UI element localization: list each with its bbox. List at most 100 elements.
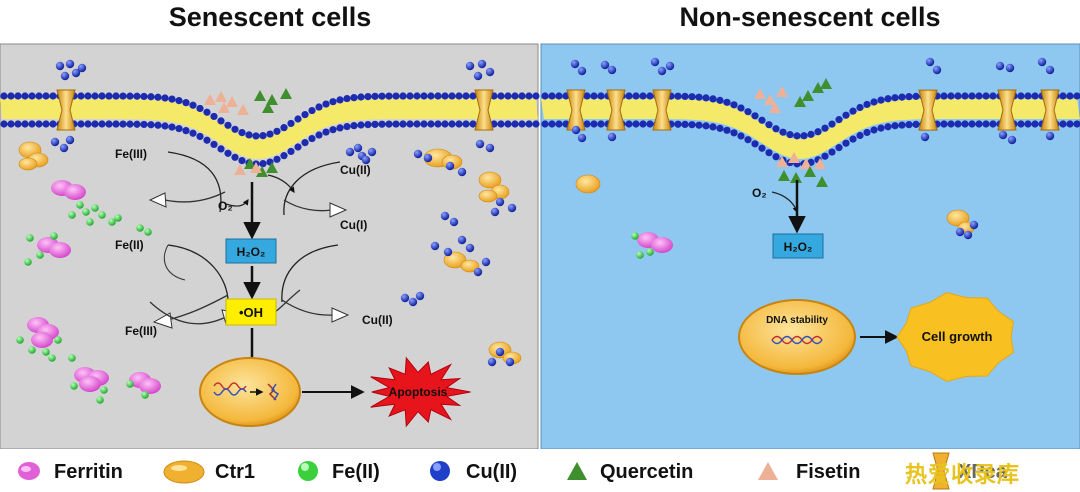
- cu-ion: [600, 60, 610, 70]
- lipid-head: [350, 94, 358, 102]
- lipid-head: [105, 92, 113, 100]
- lipid-head: [716, 96, 724, 104]
- fe-ion: [76, 201, 84, 209]
- fisetin-molecule: [776, 156, 788, 167]
- lipid-head: [147, 93, 155, 101]
- lipid-head: [968, 120, 976, 128]
- lipid-head: [884, 123, 892, 131]
- lipid-head: [35, 120, 43, 128]
- cu-ion: [449, 217, 459, 227]
- lipid-head: [744, 136, 752, 144]
- fisetin-molecule: [226, 96, 238, 107]
- cu-ion: [65, 135, 75, 145]
- lipid-head: [91, 120, 99, 128]
- ctr1-channels: [56, 89, 1060, 131]
- lipid-head: [835, 144, 843, 152]
- lipid-head: [301, 111, 309, 119]
- cu-ion: [485, 143, 495, 153]
- h2o2-label-right: H₂O₂: [784, 240, 813, 254]
- lipid-head: [723, 126, 731, 134]
- lipid-head: [821, 124, 829, 132]
- lipid-head: [231, 153, 239, 161]
- lipid-head: [371, 92, 379, 100]
- oh-box: [225, 298, 277, 326]
- ctr1-channel: [1040, 89, 1060, 131]
- fisetin-molecule: [788, 152, 800, 163]
- lipid-head: [688, 93, 696, 101]
- lipid-head: [1066, 120, 1074, 128]
- lipid-head: [112, 120, 120, 128]
- lipid-head: [989, 120, 997, 128]
- lipid-head: [1024, 120, 1032, 128]
- lipid-head: [182, 99, 190, 107]
- cu-ion: [481, 257, 491, 267]
- lipid-head: [343, 94, 351, 103]
- lipid-head: [287, 119, 295, 128]
- lipid-head: [315, 131, 323, 139]
- lipid-head: [975, 92, 983, 100]
- cu-ion: [1005, 63, 1015, 73]
- lipid-head: [681, 120, 689, 129]
- lipid-head: [1017, 120, 1025, 128]
- cu-ion: [507, 203, 517, 213]
- title-senescent: Senescent cells: [168, 2, 372, 32]
- lipid-head: [730, 129, 738, 137]
- ctr1-protein: [443, 251, 467, 269]
- lipid-head: [674, 92, 682, 100]
- lipid-head: [42, 92, 50, 100]
- fe-ion: [70, 382, 78, 390]
- cu-ion: [607, 132, 617, 142]
- lipid-head: [555, 92, 563, 100]
- h2o2-label-left: H₂O₂: [237, 245, 266, 259]
- cu-ion: [1045, 65, 1055, 75]
- fe-ion: [141, 391, 149, 399]
- lipid-head: [385, 92, 393, 100]
- lipid-head: [940, 92, 948, 100]
- lipid-head: [189, 101, 197, 109]
- legend-quercetin: Quercetin: [600, 461, 694, 483]
- lipid-head: [399, 92, 407, 100]
- cu-ion: [473, 71, 483, 81]
- legend: Ferritin Ctr1 Fe(II) Cu(II) Quercetin Fi…: [0, 449, 1080, 492]
- lipid-head: [329, 98, 337, 106]
- lipid-head: [947, 120, 955, 128]
- lipid-head: [469, 92, 477, 100]
- fe-ion: [24, 258, 32, 266]
- lipid-head: [828, 120, 836, 128]
- cu-ion: [487, 357, 497, 367]
- fisetin-molecule: [237, 104, 249, 115]
- cu-ion: [400, 293, 410, 303]
- lipid-head: [434, 92, 442, 100]
- lipid-head: [154, 93, 162, 101]
- lipid-head: [511, 120, 519, 128]
- cu-ion: [920, 132, 930, 142]
- lipid-head: [427, 92, 435, 100]
- lipid-head: [217, 117, 225, 125]
- lipid-head: [518, 120, 526, 128]
- lipid-head: [737, 132, 745, 140]
- fisetin-molecule: [764, 94, 776, 105]
- lipid-head: [702, 122, 710, 130]
- lipid-head: [695, 93, 703, 101]
- lipid-head: [1031, 92, 1039, 100]
- fe-ion: [96, 396, 104, 404]
- lipid-head: [175, 97, 183, 105]
- fe2-icon: [298, 461, 318, 481]
- dna-stability-label: DNA stability: [766, 315, 828, 326]
- ferritin-protein: [31, 332, 53, 348]
- lipid-head: [371, 120, 379, 128]
- lipid-head: [1031, 120, 1039, 128]
- lipid-head: [632, 92, 640, 100]
- lipid-head: [98, 120, 106, 128]
- channel-legend-icon: [932, 452, 950, 490]
- lipid-head: [786, 131, 794, 139]
- cu-ion: [925, 57, 935, 67]
- cu-ion: [353, 143, 363, 153]
- lipid-head: [84, 120, 92, 128]
- cu-ion: [1007, 135, 1017, 145]
- diagram-canvas: H₂O₂ •OH Fe(III) Fe(II) Fe(III) O₂ Cu(II…: [0, 43, 1080, 449]
- lipid-head: [343, 122, 351, 131]
- lipid-head: [266, 130, 274, 138]
- lipid-head: [751, 112, 759, 120]
- cu-ion: [969, 220, 979, 230]
